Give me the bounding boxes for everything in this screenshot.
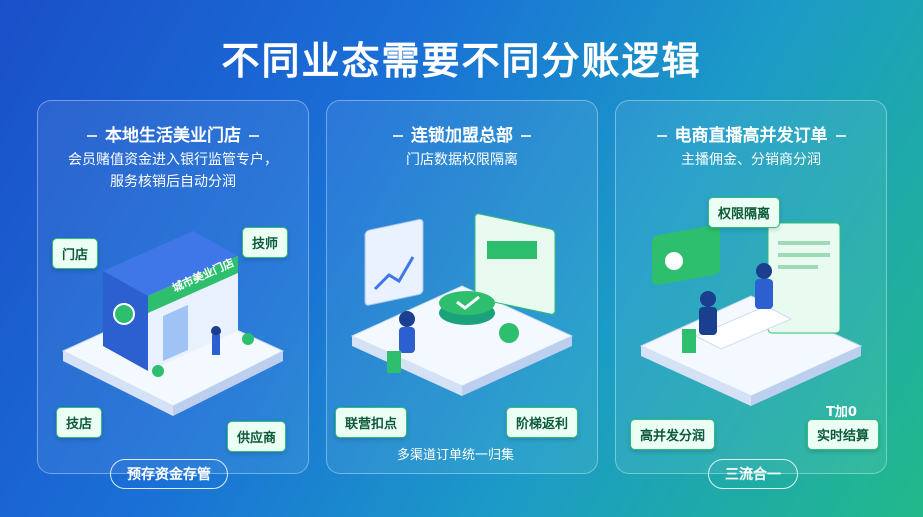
tag-high-concurrency-split: 高并发分润 [630,419,716,450]
tag-joint-deduction: 联营扣点 [335,407,408,438]
subtitle-line-2: 服务核销后自动分润 [110,174,236,190]
tag-store: 门店 [52,238,99,269]
live-commerce-illustration [639,222,863,406]
pill-three-flows-unified: 三流合一 [708,459,798,489]
subtitle-line-1: 会员赌值资金进入银行监管专户， [68,152,278,168]
tag-tech-store: 技店 [56,407,103,438]
tag-permission-isolation: 权限隔离 [708,197,781,228]
card-subtitle: 会员赌值资金进入银行监管专户， 服务核销后自动分润 [38,149,308,193]
subtitle-line-1: 门店数据权限隔离 [406,152,518,168]
card-title: 连锁加盟总部 [327,121,597,146]
t-plus-zero-label: T加0 [826,405,857,420]
hq-illustration [350,213,574,396]
card-local-beauty-store: 本地生活美业门店 会员赌值资金进入银行监管专户， 服务核销后自动分润 城市美业门… [37,100,309,489]
tag-technician: 技师 [242,227,289,258]
tag-realtime-settlement: 实时结算 [807,419,880,450]
tag-supplier: 供应商 [227,421,287,452]
pill-prepaid-custody: 预存资金存管 [110,459,228,489]
subtitle-line-1: 主播佣金、分销商分润 [681,152,821,168]
channel-aggregation-note: 多渠道订单统一归集 [397,448,515,463]
card-subtitle: 主播佣金、分销商分润 [616,149,886,171]
card-title: 本地生活美业门店 [38,121,308,146]
card-subtitle: 门店数据权限隔离 [327,149,597,171]
card-chain-franchise-hq: 连锁加盟总部 门店数据权限隔离 联营扣点 阶梯返利 多渠道订单统一归集 [326,100,598,474]
page-title: 不同业态需要不同分账逻辑 [221,39,702,83]
card-title: 电商直播高并发订单 [616,121,886,146]
tag-tiered-rebate: 阶梯返利 [506,407,579,438]
store-illustration [61,231,285,416]
card-ecommerce-live: 电商直播高并发订单 主播佣金、分销商分润 权限隔离 高并发分润 T加0 实时结算… [615,100,887,489]
